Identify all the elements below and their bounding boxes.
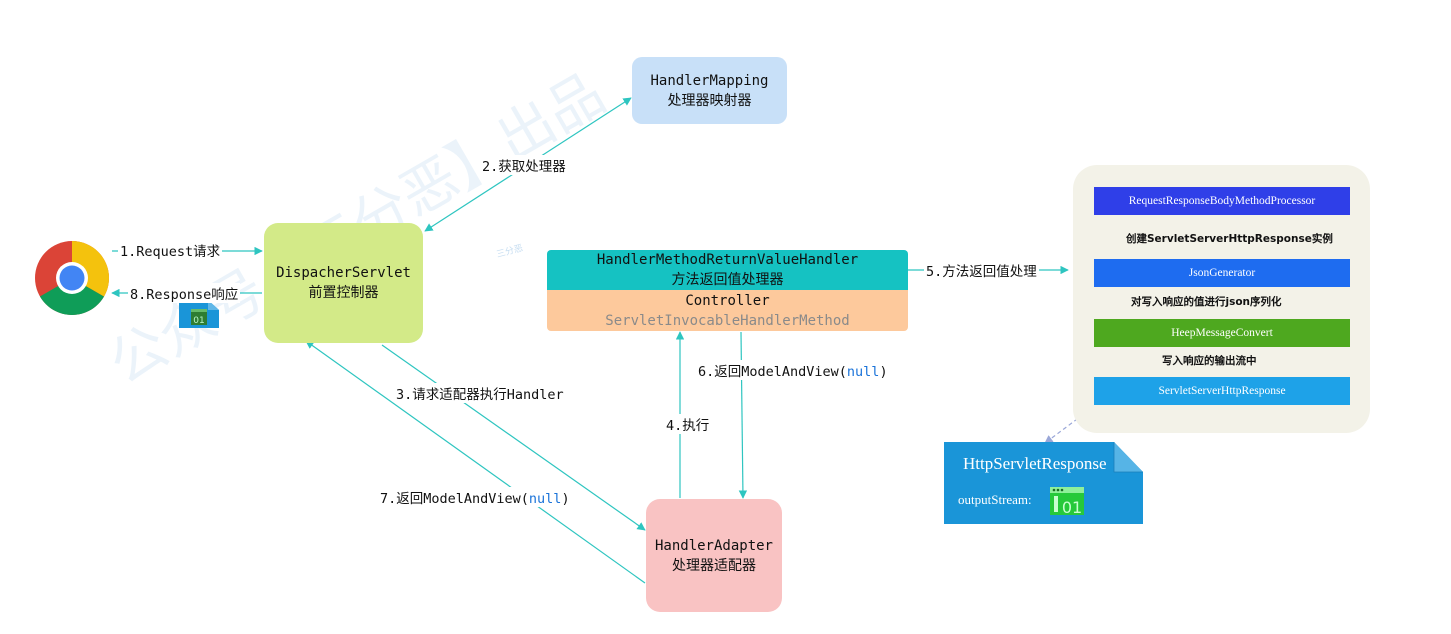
handler-mapping-name: HandlerMapping: [650, 72, 769, 89]
edge-label-return-value: 5.方法返回值处理: [924, 260, 1039, 280]
dispatcher-subtitle: 前置控制器: [308, 285, 379, 301]
edge-label-get-handler: 2.获取处理器: [480, 155, 568, 175]
panel-label-write-stream: 写入响应的输出流中: [1162, 355, 1257, 367]
http-response-title: HttpServletResponse: [963, 454, 1107, 473]
edge-label-6-text: 6.返回ModelAndView(: [698, 364, 847, 380]
panel-label-serialize: 对写入响应的值进行json序列化: [1131, 296, 1282, 308]
edge-label-adapter-exec: 3.请求适配器执行Handler: [394, 383, 566, 403]
edge-label-response: 8.Response响应: [128, 283, 241, 303]
chrome-icon: [34, 240, 110, 316]
handler-mapping-subtitle: 处理器映射器: [667, 92, 752, 109]
output-stream-field: outputStream:: [958, 492, 1032, 507]
close-paren: ): [879, 364, 888, 380]
processor-step: RequestResponseBodyMethodProcessor: [1094, 187, 1350, 215]
controller-node: Controller ServletInvocableHandlerMethod: [547, 290, 908, 331]
close-paren: ): [561, 491, 570, 507]
edge-output-stream: [1044, 401, 1101, 444]
svg-text:01: 01: [1062, 498, 1082, 516]
null-keyword: null: [846, 364, 880, 380]
message-convert-step: HeepMessageConvert: [1094, 319, 1350, 347]
controller-subtitle: ServletInvocableHandlerMethod: [605, 312, 850, 329]
edge-label-return-mav-6: 6.返回ModelAndView(null): [696, 360, 890, 380]
edge-return-mav-6: [738, 331, 748, 499]
svg-text:01: 01: [193, 316, 204, 326]
json-generator-step: JsonGenerator: [1094, 259, 1350, 287]
return-handler-name: HandlerMethodReturnValueHandler: [596, 252, 859, 268]
panel-label-create-instance: 创建ServletServerHttpResponse实例: [1126, 233, 1333, 245]
edge-label-7-text: 7.返回ModelAndView(: [380, 491, 529, 507]
servlet-response-step: ServletServerHttpResponse: [1094, 377, 1350, 405]
edge-label-request: 1.Request请求: [118, 240, 223, 260]
binary-file-icon: 01: [178, 299, 220, 329]
return-handler-subtitle: 方法返回值处理器: [671, 272, 784, 288]
edge-label-return-mav-7: 7.返回ModelAndView(null): [378, 487, 572, 507]
handler-mapping-node: HandlerMapping 处理器映射器: [632, 57, 787, 124]
dispatcher-servlet-node: DispacherServlet 前置控制器: [264, 223, 423, 343]
null-keyword: null: [528, 491, 562, 507]
edge-label-execute: 4.执行: [664, 414, 712, 434]
dispatcher-name: DispacherServlet: [276, 265, 411, 281]
handler-adapter-node: HandlerAdapter 处理器适配器: [646, 499, 782, 612]
return-value-handler-node: HandlerMethodReturnValueHandler 方法返回值处理器: [547, 250, 908, 290]
handler-adapter-name: HandlerAdapter: [654, 537, 773, 554]
controller-name: Controller: [685, 292, 770, 309]
http-servlet-response-doc: HttpServletResponse outputStream: 01: [944, 442, 1144, 525]
handler-adapter-subtitle: 处理器适配器: [672, 557, 756, 574]
binary-stream-icon: 01: [1049, 486, 1085, 517]
edge-return-mav-7: [305, 340, 646, 584]
edge-adapter-exec: [381, 344, 646, 531]
